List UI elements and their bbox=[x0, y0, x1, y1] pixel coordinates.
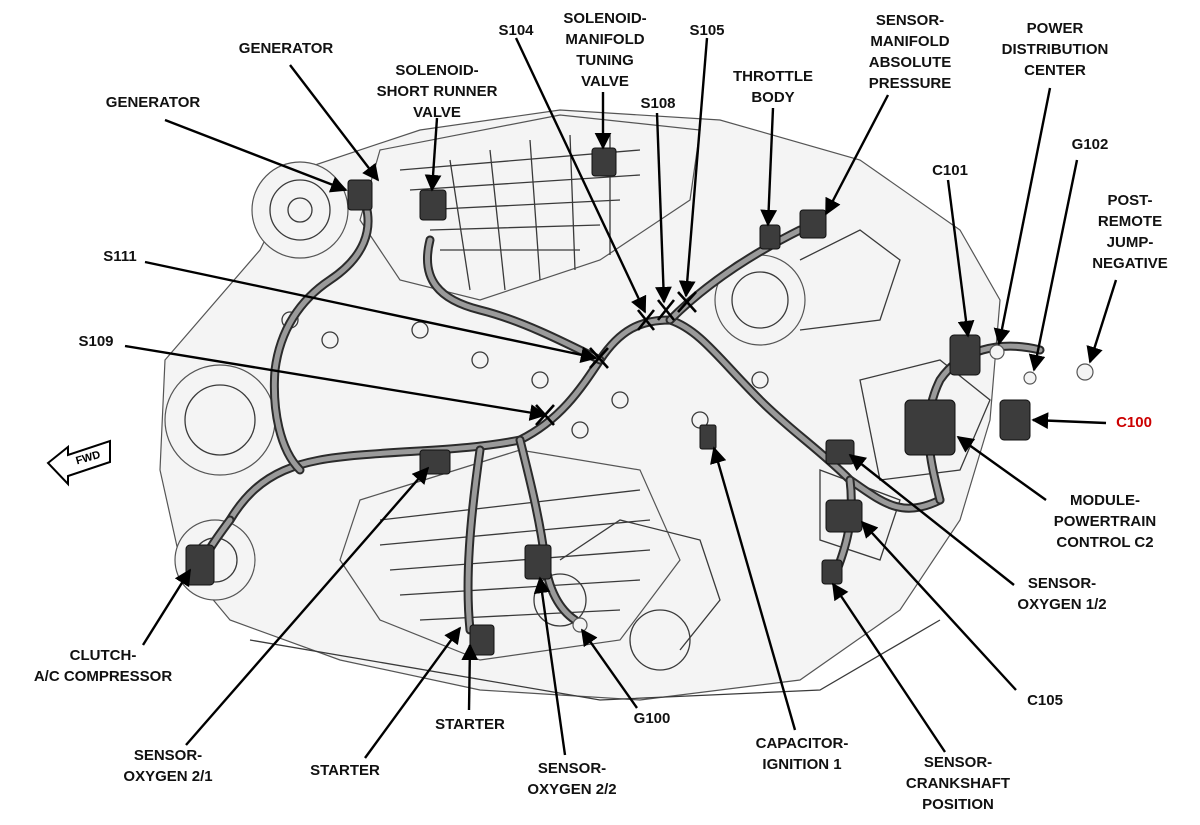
label-throttle-body: THROTTLE BODY bbox=[733, 68, 813, 106]
label-sensor-oxygen-2-1: SENSOR- OXYGEN 2/1 bbox=[123, 747, 213, 785]
label-c105: C105 bbox=[1027, 692, 1063, 709]
label-s111: S111 bbox=[103, 248, 137, 265]
label-post-remote-jump-negative: POST- REMOTE JUMP- NEGATIVE bbox=[1092, 192, 1168, 272]
clutch-connector bbox=[185, 544, 215, 586]
c105-connector bbox=[825, 499, 863, 533]
label-capacitor-ignition-1: CAPACITOR- IGNITION 1 bbox=[755, 735, 849, 773]
label-g102: G102 bbox=[1071, 136, 1109, 153]
label-generator-top: GENERATOR bbox=[238, 40, 334, 57]
label-c101: C101 bbox=[932, 162, 968, 179]
post-terminal bbox=[1076, 363, 1094, 381]
c100-connector bbox=[999, 399, 1031, 441]
label-s108: S108 bbox=[640, 95, 676, 112]
pcm-c2-connector bbox=[904, 399, 956, 456]
label-sensor-crankshaft-position: SENSOR- CRANKSHAFT POSITION bbox=[905, 754, 1011, 813]
pdc-terminal bbox=[989, 344, 1005, 360]
label-module-powertrain-control-c2: MODULE- POWERTRAIN CONTROL C2 bbox=[1053, 492, 1157, 551]
short-runner-connector bbox=[419, 189, 447, 221]
c101-connector bbox=[949, 334, 981, 376]
leader-lines bbox=[124, 37, 1118, 759]
forward-arrow-icon: FWD bbox=[46, 439, 111, 487]
oxygen-22-connector bbox=[524, 544, 552, 580]
capacitor-body bbox=[699, 424, 717, 450]
generator-connector bbox=[347, 179, 373, 211]
label-sensor-manifold-absolute-pressure: SENSOR- MANIFOLD ABSOLUTE PRESSURE bbox=[868, 12, 952, 92]
label-s109: S109 bbox=[78, 333, 114, 350]
g100-terminal bbox=[572, 617, 588, 633]
label-sensor-oxygen-1-2: SENSOR- OXYGEN 1/2 bbox=[1017, 575, 1107, 613]
label-solenoid-short-runner-valve: SOLENOID- SHORT RUNNER VALVE bbox=[376, 62, 498, 121]
label-s105: S105 bbox=[689, 22, 725, 39]
g102-terminal bbox=[1023, 371, 1037, 385]
label-solenoid-manifold-tuning-valve: SOLENOID- MANIFOLD TUNING VALVE bbox=[563, 10, 647, 90]
label-clutch-ac-compressor: CLUTCH- A/C COMPRESSOR bbox=[33, 647, 173, 685]
label-s104: S104 bbox=[498, 22, 534, 39]
label-sensor-oxygen-2-2: SENSOR- OXYGEN 2/2 bbox=[527, 760, 617, 798]
label-c100: C100 bbox=[1116, 414, 1152, 431]
map-sensor-connector bbox=[799, 209, 827, 239]
connectors bbox=[185, 147, 1094, 656]
label-power-distribution-center: POWER DISTRIBUTION CENTER bbox=[1001, 20, 1109, 79]
tuning-valve-connector bbox=[591, 147, 617, 177]
oxygen-12-connector bbox=[825, 439, 855, 465]
engine-illustration bbox=[159, 109, 1001, 701]
label-starter-upper: STARTER bbox=[435, 716, 505, 733]
throttle-connector bbox=[759, 224, 781, 250]
crank-sensor-connector bbox=[821, 559, 843, 585]
label-starter-lower: STARTER bbox=[310, 762, 380, 779]
starter-connector bbox=[469, 624, 495, 656]
label-generator-left: GENERATOR bbox=[105, 94, 201, 111]
label-g100: G100 bbox=[633, 710, 671, 727]
